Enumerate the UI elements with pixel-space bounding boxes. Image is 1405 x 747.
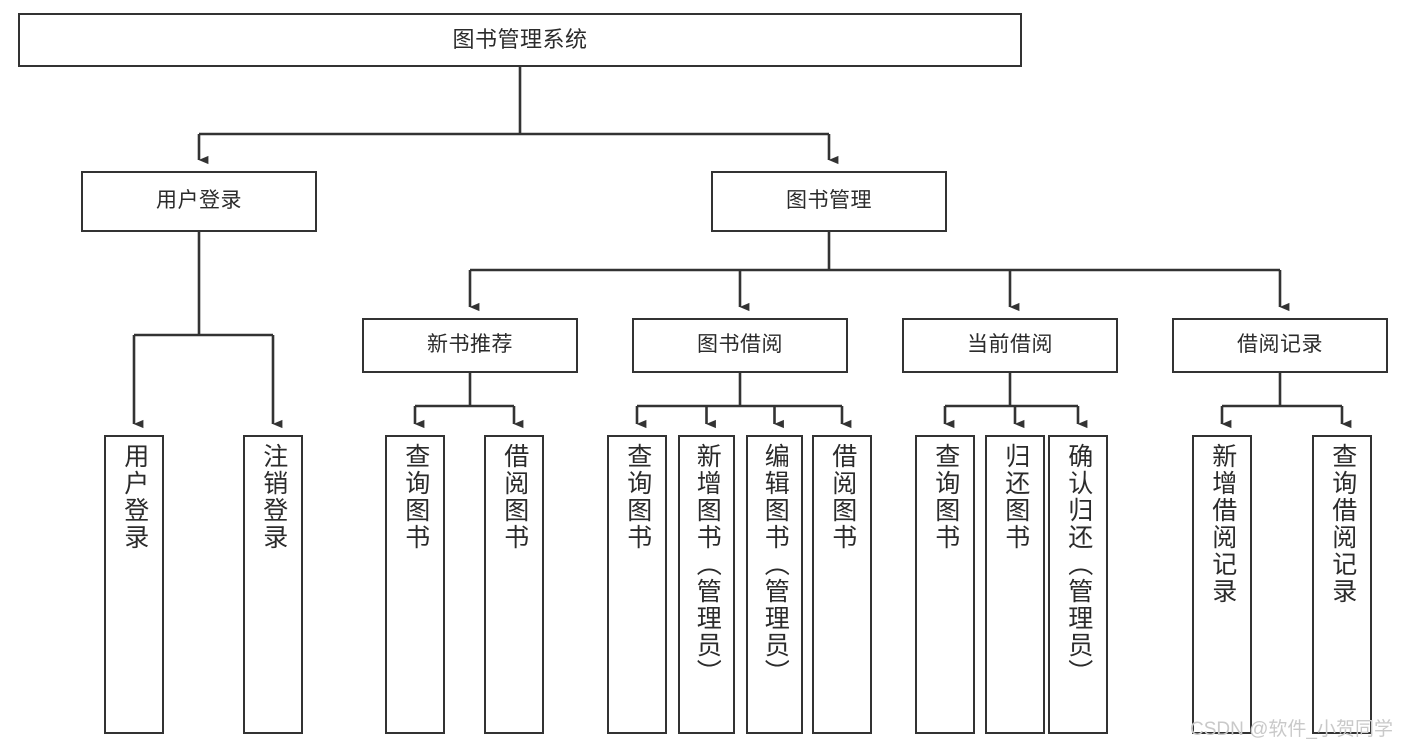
node-leaf-add-record-label: 新增借阅记录 <box>1208 443 1237 605</box>
node-leaf-borrow-book-bor-label: 借阅图书 <box>828 443 857 551</box>
node-root-label: 图书管理系统 <box>452 27 588 53</box>
node-leaf-query-book-cur-label: 查询图书 <box>931 443 960 551</box>
node-book-manage-label: 图书管理 <box>786 189 872 213</box>
node-leaf-query-book-cur[interactable]: 查询图书 <box>915 435 975 734</box>
node-leaf-confirm-return-label: 确认归还（管理员） <box>1064 443 1093 686</box>
node-leaf-query-book-rec[interactable]: 查询图书 <box>385 435 445 734</box>
node-user-login-label: 用户登录 <box>156 189 242 213</box>
node-leaf-query-book-bor-label: 查询图书 <box>623 443 652 551</box>
node-leaf-edit-book[interactable]: 编辑图书（管理员） <box>746 435 803 734</box>
node-leaf-confirm-return[interactable]: 确认归还（管理员） <box>1048 435 1108 734</box>
node-leaf-add-record[interactable]: 新增借阅记录 <box>1192 435 1252 734</box>
node-borrow-record-label: 借阅记录 <box>1237 333 1323 357</box>
node-new-book-recommend[interactable]: 新书推荐 <box>362 318 578 373</box>
node-leaf-logout-label: 注销登录 <box>259 443 288 551</box>
node-leaf-borrow-book-rec[interactable]: 借阅图书 <box>484 435 544 734</box>
node-leaf-borrow-book-rec-label: 借阅图书 <box>500 443 529 551</box>
node-current-borrow-label: 当前借阅 <box>967 333 1053 357</box>
node-user-login[interactable]: 用户登录 <box>81 171 317 232</box>
node-leaf-query-record-label: 查询借阅记录 <box>1328 443 1357 605</box>
node-root[interactable]: 图书管理系统 <box>18 13 1022 67</box>
node-new-book-recommend-label: 新书推荐 <box>427 333 513 357</box>
node-leaf-query-book-bor[interactable]: 查询图书 <box>607 435 667 734</box>
node-leaf-add-book-label: 新增图书（管理员） <box>693 443 722 686</box>
node-leaf-borrow-book-bor[interactable]: 借阅图书 <box>812 435 872 734</box>
node-leaf-user-login[interactable]: 用户登录 <box>104 435 164 734</box>
node-borrow-record[interactable]: 借阅记录 <box>1172 318 1388 373</box>
node-leaf-add-book[interactable]: 新增图书（管理员） <box>678 435 735 734</box>
node-book-borrow[interactable]: 图书借阅 <box>632 318 848 373</box>
node-book-manage[interactable]: 图书管理 <box>711 171 947 232</box>
node-book-borrow-label: 图书借阅 <box>697 333 783 357</box>
node-leaf-user-login-label: 用户登录 <box>120 443 149 551</box>
node-leaf-query-book-rec-label: 查询图书 <box>401 443 430 551</box>
node-leaf-return-book[interactable]: 归还图书 <box>985 435 1045 734</box>
node-leaf-query-record[interactable]: 查询借阅记录 <box>1312 435 1372 734</box>
watermark: CSDN @软件_小贺同学 <box>1190 719 1393 740</box>
node-leaf-logout[interactable]: 注销登录 <box>243 435 303 734</box>
node-leaf-return-book-label: 归还图书 <box>1001 443 1030 551</box>
node-current-borrow[interactable]: 当前借阅 <box>902 318 1118 373</box>
node-leaf-edit-book-label: 编辑图书（管理员） <box>761 443 790 686</box>
